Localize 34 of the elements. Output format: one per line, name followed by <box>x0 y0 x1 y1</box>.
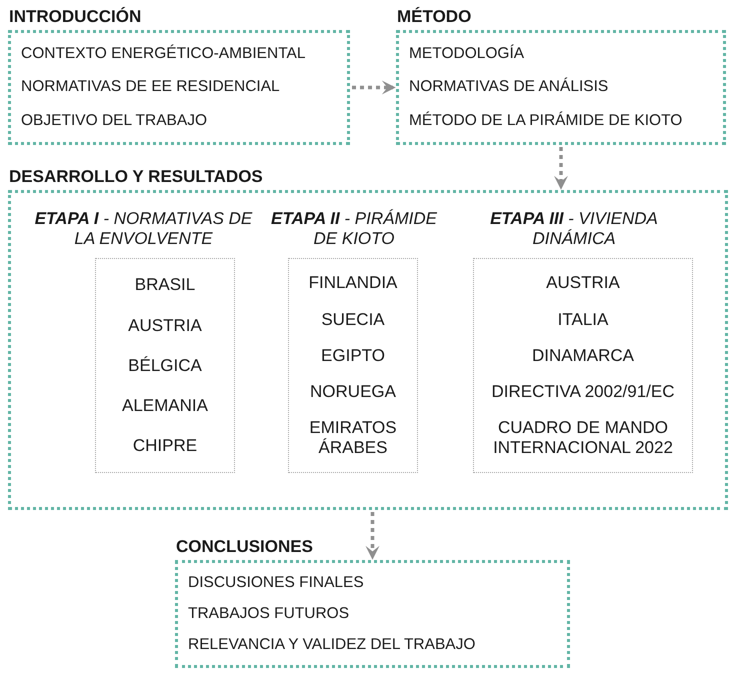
list-item: AUSTRIA <box>128 316 202 336</box>
stage-heading: ETAPA III - VIVIENDA DINÁMICA <box>489 209 659 250</box>
section-heading: DESARROLLO Y RESULTADOS <box>9 167 263 187</box>
list-item: CONTEXTO ENERGÉTICO-AMBIENTAL <box>21 44 306 63</box>
list-item: TRABAJOS FUTUROS <box>188 604 350 623</box>
list-item: NORMATIVAS DE ANÁLISIS <box>409 78 610 96</box>
list-item: BRASIL <box>134 275 196 295</box>
list-item: ALEMANIA <box>122 396 208 416</box>
stage-heading: ETAPA II - PIRÁMIDE DE KIOTO <box>270 209 438 250</box>
list-item: SUECIA <box>321 310 385 330</box>
list-item: ITALIA <box>558 310 608 330</box>
list-item: NORMATIVAS DE EE RESIDENCIAL <box>21 78 281 96</box>
list-item: FINLANDIA <box>308 273 398 293</box>
list-item: MÉTODO DE LA PIRÁMIDE DE KIOTO <box>409 112 684 130</box>
section-heading: CONCLUSIONES <box>176 537 313 557</box>
list-item: METODOLOGÍA <box>409 44 526 63</box>
list-item: RELEVANCIA Y VALIDEZ DEL TRABAJO <box>188 636 476 654</box>
list-item: BÉLGICA <box>128 356 202 376</box>
arrow <box>352 80 396 94</box>
arrow <box>366 512 380 560</box>
list-item: EGIPTO <box>321 346 385 366</box>
list-item: AUSTRIA <box>546 273 620 293</box>
stage-heading: ETAPA I - NORMATIVAS DE LA ENVOLVENTE <box>34 209 254 250</box>
list-item: CHIPRE <box>132 436 198 456</box>
list-item: NORUEGA <box>310 382 396 402</box>
arrow <box>554 147 568 190</box>
section-heading: INTRODUCCIÓN <box>9 7 142 27</box>
list-item: DIRECTIVA 2002/91/EC <box>492 382 674 402</box>
list-item: DINAMARCA <box>532 346 634 366</box>
section-heading: MÉTODO <box>397 7 472 27</box>
list-item: OBJETIVO DEL TRABAJO <box>21 112 208 130</box>
list-item: DISCUSIONES FINALES <box>188 574 365 592</box>
list-item: EMIRATOS ÁRABES <box>308 418 398 458</box>
list-item: CUADRO DE MANDO INTERNACIONAL 2022 <box>492 418 674 458</box>
